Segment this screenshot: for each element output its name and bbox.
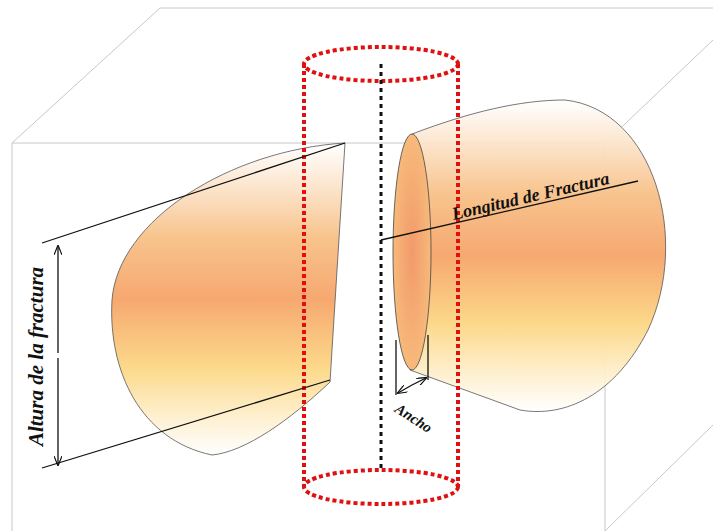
wellbore [304, 47, 458, 504]
length-line [381, 181, 638, 240]
well-axis [380, 64, 383, 468]
fracture-wing-left [112, 143, 345, 455]
height-label: Altura de la fractura [26, 266, 47, 445]
fracture-face [393, 134, 431, 370]
rock-block [12, 8, 713, 531]
width-dimension [396, 335, 428, 395]
fracture-wing-right [410, 100, 666, 412]
width-label: Ancho [392, 401, 434, 436]
height-dimension [42, 143, 345, 468]
